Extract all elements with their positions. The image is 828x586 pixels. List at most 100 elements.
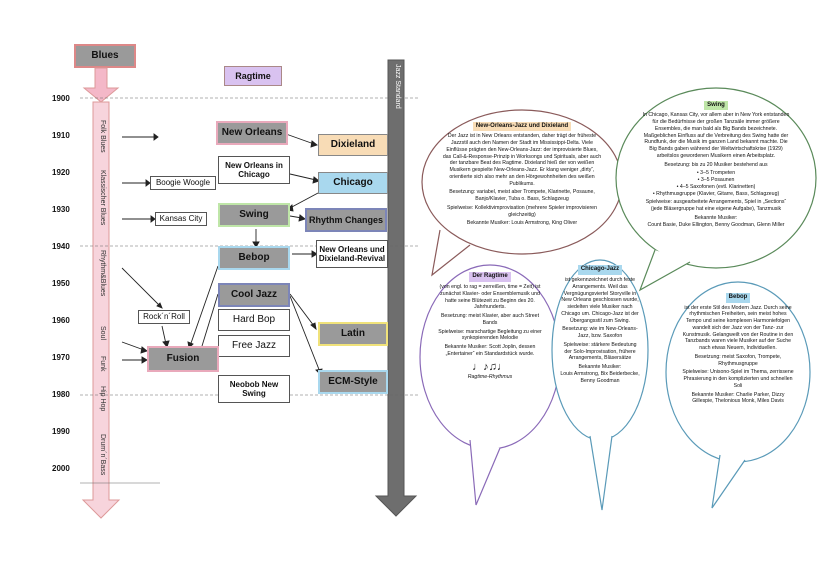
arrow-nolachi-to-chicago — [289, 173, 317, 181]
style-label: Swing — [239, 209, 269, 221]
style-label: Chicago — [333, 177, 373, 189]
style-bebop: Bebop — [218, 246, 290, 270]
bubble-text: Count Basie, Duke Ellington, Benny Goodm… — [647, 221, 785, 228]
bubble-tail-swing — [638, 249, 691, 292]
year-label: 1900 — [52, 94, 70, 103]
style-swing: Swing — [218, 203, 290, 227]
style-rhythm-changes: Rhythm Changes — [305, 208, 387, 232]
arrow-soul-to-fusion — [121, 341, 145, 351]
bubble-text: Bekannte Musiker: — [694, 214, 738, 221]
bubble-text: Spielweise: ausgearbeitete Arrangements,… — [645, 199, 787, 213]
year-label: 1950 — [52, 279, 70, 288]
arrow-cool-to-fusion — [201, 293, 219, 347]
style-neobob: Neobob New Swing — [218, 375, 290, 403]
style-label: Hard Bop — [232, 314, 276, 326]
style-label: Ragtime — [235, 70, 271, 81]
style-label: ECM-Style — [328, 376, 378, 388]
style-boogie-woogie: Boogie Woogle — [150, 176, 216, 190]
style-label: Dixieland — [330, 139, 376, 151]
year-label: 1990 — [52, 427, 70, 436]
bubble-text: Der Jazz ist in New Orleans entstanden, … — [442, 133, 602, 187]
bubble-title: Bebop — [725, 292, 751, 303]
style-label: New Orleans und Dixieland-Revival — [318, 244, 386, 263]
style-dixieland: Dixieland — [318, 134, 388, 156]
bubble-new-orleans: New-Orleans-Jazz und Dixieland Der Jazz … — [422, 110, 622, 254]
bubble-title: New-Orleans-Jazz und Dixieland — [472, 121, 572, 132]
bubble-text: Spielweise: marschartige Begleitung zu e… — [438, 328, 542, 342]
bubble-text: Besetzung: bis zu 20 Musiker bestehend a… — [664, 161, 768, 168]
bubble-text: ist der erste Stil des Modern Jazz. Durc… — [682, 304, 794, 352]
arrow-rock-to-fusion — [161, 325, 167, 345]
bubble-text: • 3–5 Posaunen — [697, 177, 735, 184]
style-label: Bebop — [238, 252, 270, 264]
style-label: Rhythm Changes — [308, 214, 383, 225]
bubble-title: Chicago-Jazz — [577, 265, 623, 276]
bubble-title: Swing — [704, 100, 728, 111]
bubble-text: ist gekennzeichnet durch feste Arrangeme… — [561, 277, 639, 324]
style-chicago: Chicago — [318, 172, 388, 194]
bubble-text: Besetzung: meist Saxofon, Trompete, Rhyt… — [694, 353, 782, 367]
arrow-cool-to-latin — [289, 293, 315, 327]
rhythm-notation-icon: ♩♪♫♩ — [472, 360, 508, 373]
bubble-tail-bebop — [711, 454, 746, 509]
bubble-text: Besetzung: variabel, meist aber Trompete… — [449, 189, 595, 203]
style-label: Free Jazz — [232, 340, 276, 352]
style-label: Kansas City — [159, 214, 203, 224]
bubble-text: In Chicago, Kansas City, vor allem aber … — [642, 112, 790, 159]
bubble-text: Spielweise: Unisono-Spiel im Thema, zerr… — [682, 369, 794, 389]
bubble-text: (von engl. to rag = zerreißen, time = Ze… — [439, 284, 541, 311]
style-ecm: ECM-Style — [318, 370, 388, 394]
bubble-swing: Swing In Chicago, Kansas City, vor allem… — [616, 88, 816, 268]
style-latin: Latin — [318, 322, 388, 346]
bubble-text: Besetzung: meist Klavier, aber auch Stre… — [440, 313, 540, 326]
timeline-pink-bar — [81, 101, 121, 519]
arrow-nola-to-dixieland — [285, 133, 315, 145]
year-label: 1940 — [52, 242, 70, 251]
style-kansas-city: Kansas City — [155, 212, 207, 226]
style-new-orleans-chicago: New Orleans in Chicago — [218, 156, 290, 184]
timeline-pink-arrow — [82, 67, 120, 103]
arrow-cool-to-ecm — [289, 295, 321, 373]
bubble-text: Besetzung: wie im New-Orleans-Jazz, bzw.… — [562, 326, 638, 340]
year-label: 1920 — [52, 168, 70, 177]
style-label: Boogie Woogle — [155, 178, 211, 188]
bubble-text: Spielweise: stärkere Bedeutung der Solo-… — [563, 341, 637, 362]
bubble-outline-swing — [615, 87, 817, 269]
bubble-text: Bekannte Musiker: Scott Joplin, dessen „… — [444, 344, 536, 357]
bubble-title: Der Ragtime — [469, 272, 511, 283]
bubble-text: Spielweise: Kollektivimprovisation (mehr… — [447, 204, 597, 218]
style-free-jazz: Free Jazz — [218, 335, 290, 357]
year-label: 1980 — [52, 390, 70, 399]
bubble-text: • Rhythmusgruppe (Klavier, Gitarre, Bass… — [652, 190, 780, 197]
bubble-tail-chicago — [589, 435, 613, 511]
timeline-gray-bar — [374, 59, 418, 517]
year-label: 1930 — [52, 205, 70, 214]
bubble-text: • 3–5 Trompeten — [696, 170, 736, 177]
style-fusion: Fusion — [147, 346, 219, 372]
bubble-tail-nola — [431, 229, 471, 277]
bubble-tail-ragtime — [469, 439, 501, 506]
style-label: Latin — [341, 328, 365, 340]
style-cool-jazz: Cool Jazz — [218, 283, 290, 307]
style-label: Fusion — [166, 353, 200, 365]
bubble-text: Bekannte Musiker: Louis Armstrong, King … — [466, 220, 578, 227]
bubble-ragtime: Der Ragtime (von engl. to rag = zerreiße… — [420, 265, 560, 449]
style-label: Rock´n´Roll — [143, 312, 185, 322]
style-ragtime: Ragtime — [224, 66, 282, 86]
bubble-chicago: Chicago-Jazz ist gekennzeichnet durch fe… — [552, 260, 648, 440]
style-label: New Orleans in Chicago — [225, 160, 283, 179]
style-hard-bop: Hard Bop — [218, 309, 290, 331]
bubble-text: Bekannte Musiker: — [578, 364, 622, 371]
year-label: 1970 — [52, 353, 70, 362]
bubble-text: Ragtime-Rhythmus — [467, 373, 513, 380]
style-label: Blues — [91, 50, 119, 62]
arrow-rhythmblues-to-fusion — [121, 267, 161, 307]
arrow-chicago-to-swing — [289, 192, 319, 209]
year-label: 1960 — [52, 316, 70, 325]
style-rock-n-roll: Rock´n´Roll — [138, 310, 190, 324]
arrow-bebop-to-fusion — [189, 265, 219, 347]
style-label: Cool Jazz — [230, 289, 278, 301]
style-label: New Orleans — [221, 127, 283, 139]
bubble-bebop: Bebop ist der erste Stil des Modern Jazz… — [666, 282, 810, 462]
